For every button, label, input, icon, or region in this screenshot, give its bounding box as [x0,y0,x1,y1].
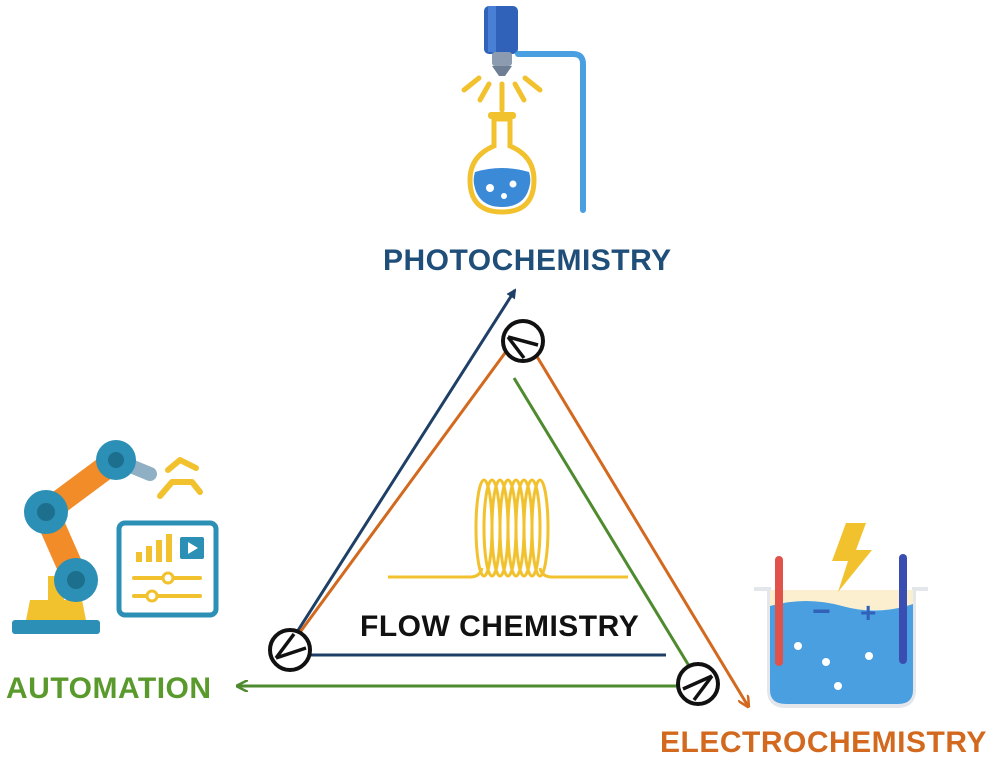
electrochemistry-label: ELECTROCHEMISTRY [660,726,987,759]
control-panel-icon [116,520,219,618]
electrochemical-cell-icon: − + [754,554,928,708]
lightning-icon [832,523,872,592]
flow-chemistry-label: FLOW CHEMISTRY [360,610,640,643]
pump-icon [268,628,312,672]
negative-electrode-label: − [812,593,831,629]
pump-icon [501,319,545,363]
flow-arrows [238,288,748,706]
pump-icon [676,662,720,706]
photo-reactor-icon [461,6,586,215]
robot-arm-icon [12,440,203,634]
photochemistry-label: PHOTOCHEMISTRY [383,244,672,277]
coil-reactor-icon [388,478,628,579]
positive-electrode-label: + [860,597,876,628]
automation-label: AUTOMATION [6,672,212,705]
